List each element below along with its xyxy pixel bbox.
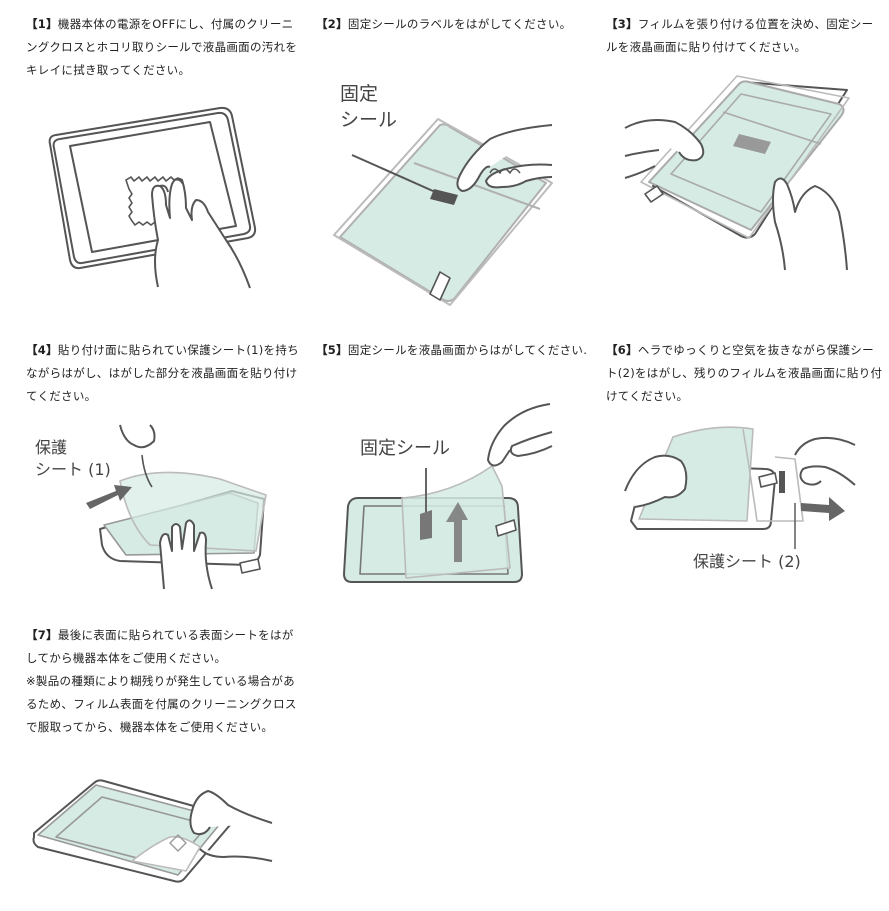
peel-surface-sheet-icon bbox=[32, 779, 273, 883]
step-3-illustration bbox=[624, 75, 860, 272]
step-2: 【2】固定シールのラベルをはがしてください。 bbox=[316, 13, 594, 36]
fixing-seal-callout-step5: 固定シール bbox=[360, 438, 450, 459]
peel-sheet-1-icon bbox=[86, 424, 267, 590]
step-5: 【5】固定シールを液晶画面からはがしてください. bbox=[316, 339, 594, 362]
step-4-text: 【4】貼り付け面に貼られてい保護シート(1)を持ちながらはがし、はがした部分を液… bbox=[26, 343, 299, 403]
step-3-text: 【3】フィルムを張り付ける位置を決め、固定シールを液晶画面に貼り付けてください。 bbox=[606, 17, 874, 54]
step-4-illustration: 保護 シート (1) bbox=[35, 424, 280, 595]
step-7-text: 【7】最後に表面に貼られている表面シートをはがしてから機器本体をご使用ください。… bbox=[26, 628, 297, 734]
film-with-seal-icon bbox=[333, 118, 553, 306]
step-1-illustration bbox=[40, 100, 270, 290]
step-1-text: 【1】機器本体の電源をOFFにし、付属のクリーニングクロスとホコリ取りシールで液… bbox=[26, 17, 298, 77]
step-2-text: 【2】固定シールのラベルをはがしてください。 bbox=[316, 17, 572, 31]
step-6: 【6】ヘラでゆっくりと空気を抜きながら保護シート(2)をはがし、残りのフィルムを… bbox=[606, 339, 884, 408]
step-7-illustration bbox=[32, 775, 273, 885]
step-4: 【4】貼り付け面に貼られてい保護シート(1)を持ちながらはがし、はがした部分を液… bbox=[26, 339, 304, 408]
step-1: 【1】機器本体の電源をOFFにし、付属のクリーニングクロスとホコリ取りシールで液… bbox=[26, 13, 304, 82]
step-2-illustration: 固定 シール bbox=[330, 83, 560, 306]
step-5-illustration: 固定シール bbox=[342, 402, 557, 587]
peel-sheet-2-icon bbox=[624, 426, 856, 549]
protective-sheet-2-callout: 保護シート (2) bbox=[693, 552, 801, 571]
tablet-wipe-icon bbox=[48, 106, 257, 289]
fixing-seal-callout: 固定 シール bbox=[340, 83, 398, 131]
remove-seal-icon bbox=[343, 403, 553, 583]
step-6-text: 【6】ヘラでゆっくりと空気を抜きながら保護シート(2)をはがし、残りのフィルムを… bbox=[606, 343, 883, 403]
step-5-text: 【5】固定シールを液晶画面からはがしてください. bbox=[316, 343, 588, 357]
step-6-illustration: 保護シート (2) bbox=[624, 425, 856, 571]
step-3: 【3】フィルムを張り付ける位置を決め、固定シールを液晶画面に貼り付けてください。 bbox=[606, 13, 884, 59]
step-7: 【7】最後に表面に貼られている表面シートをはがしてから機器本体をご使用ください。… bbox=[26, 624, 304, 739]
film-positioning-icon bbox=[624, 75, 850, 271]
protective-sheet-1-callout: 保護 シート (1) bbox=[35, 438, 111, 479]
